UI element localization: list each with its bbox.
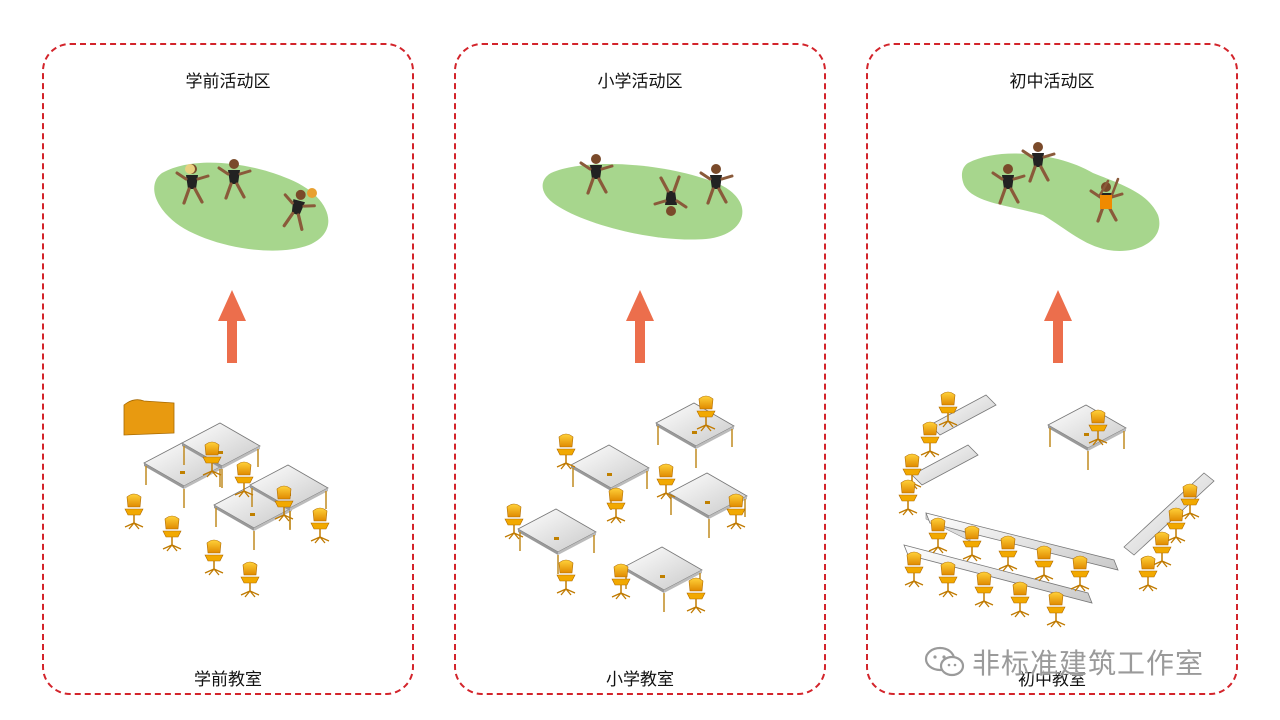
panel-title: 小学活动区 <box>597 72 683 92</box>
panel-caption: 小学教室 <box>606 670 674 690</box>
grass-patch <box>154 162 329 251</box>
teens-playing <box>991 140 1124 223</box>
panel-title: 学前活动区 <box>185 72 271 92</box>
middle-school-scene <box>898 140 1215 628</box>
watermark-text: 非标准建筑工作室 <box>972 647 1205 680</box>
panel-preschool: 学前活动区 学前教室 <box>42 43 414 695</box>
panel-middle-school: 初中活动区 <box>866 43 1238 695</box>
middle-school-classroom <box>898 391 1215 628</box>
watermark: 非标准建筑工作室 <box>924 642 1204 682</box>
preschool-classroom <box>123 399 330 598</box>
primary-scene <box>504 152 748 614</box>
wechat-icon <box>924 646 965 677</box>
up-arrow-icon <box>626 290 654 363</box>
panel-primary: 小学活动区 小学教室 <box>454 43 826 695</box>
up-arrow-icon <box>1044 290 1072 363</box>
grass-patch <box>961 153 1160 251</box>
panel-title: 初中活动区 <box>1009 72 1095 92</box>
up-arrow-icon <box>218 290 246 363</box>
primary-classroom <box>504 395 748 614</box>
panel-caption: 学前教室 <box>194 670 262 690</box>
preschool-scene <box>123 157 330 598</box>
children-playing <box>175 157 320 234</box>
panel-caption: 初中教室 <box>1018 670 1086 690</box>
